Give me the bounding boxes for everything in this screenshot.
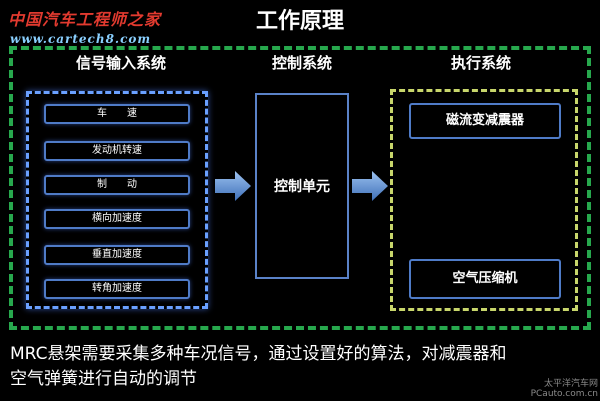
section-title-input: 信号输入系统 — [75, 54, 166, 72]
section-title-control: 控制系统 — [271, 54, 332, 72]
signal-vehicle-speed: 车 速 — [44, 104, 190, 124]
outer-system-frame — [9, 46, 591, 330]
watermark-url: www.cartech8.com — [10, 32, 152, 46]
arrow-right-icon — [352, 171, 388, 201]
section-title-exec: 执行系统 — [450, 54, 511, 72]
signal-vertical-acceleration: 垂直加速度 — [44, 245, 190, 265]
signal-engine-speed: 发动机转速 — [44, 141, 190, 161]
control-unit-box — [255, 93, 349, 279]
source-credit: 太平洋汽车网 PCauto.com.cn — [520, 379, 598, 399]
arrow-right-icon — [215, 171, 251, 201]
signal-lateral-acceleration: 横向加速度 — [44, 209, 190, 229]
credit-line-1: 太平洋汽车网 — [543, 379, 598, 389]
signal-steering-acceleration: 转角加速度 — [44, 279, 190, 299]
credit-line-2: PCauto.com.cn — [530, 389, 598, 399]
control-unit-label: 控制单元 — [274, 179, 330, 195]
exec-item-air-compressor: 空气压缩机 — [409, 259, 561, 299]
signal-braking: 制 动 — [44, 175, 190, 195]
input-system-frame — [26, 91, 208, 309]
caption-line-2: 空气弹簧进行自动的调节 — [10, 369, 197, 389]
page-title: 工作原理 — [255, 9, 344, 34]
exec-system-frame — [390, 89, 578, 311]
exec-item-mr-damper: 磁流变减震器 — [409, 103, 561, 139]
watermark-logo-text: 中国汽车工程师之家 — [8, 10, 162, 29]
caption: MRC悬架需要采集多种车况信号，通过设置好的算法，对减震器和 空气弹簧进行自动的… — [10, 342, 590, 392]
caption-line-1: MRC悬架需要采集多种车况信号，通过设置好的算法，对减震器和 — [10, 344, 507, 364]
